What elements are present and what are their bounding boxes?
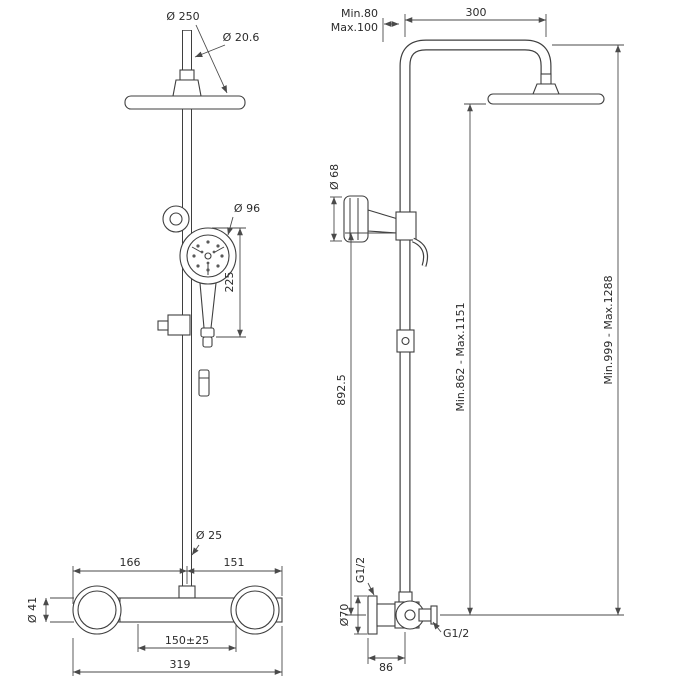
valve-right-knob-ring [235, 590, 275, 630]
side-holder-bracket [395, 211, 417, 241]
side-hand-shower [343, 195, 429, 267]
dim-total-height-range: Min.999 - Max.1288 [602, 275, 615, 384]
dim-head-diameter: Ø 250 [166, 10, 199, 23]
side-wall-union [376, 603, 396, 627]
side-outlet-cap [430, 605, 438, 625]
dim-hand-shower-length: 225 [223, 272, 236, 293]
dim-hand-shower-diameter: Ø 96 [234, 202, 260, 215]
side-head-cone [532, 83, 560, 95]
hose-piece [198, 369, 210, 397]
dim-riser-diameter: Ø 25 [196, 529, 222, 542]
dim-span-right: 151 [224, 556, 245, 569]
dim-arm-reach: 300 [466, 6, 487, 19]
front-holder-bracket [162, 205, 190, 233]
dim-hand-shower-diameter-side: Ø 68 [328, 164, 341, 190]
hand-shower-nut [200, 327, 215, 338]
side-dimensions: Min.80 Max.100 300 Ø 68 892.5 Min.862 - … [328, 6, 624, 674]
front-view: Ø 250 Ø 20.6 Ø 96 225 Ø 25 166 151 Ø 41 [26, 10, 283, 676]
slider-clamp-body [167, 314, 191, 336]
side-head-disc [487, 93, 605, 105]
dim-top-pipe-diameter: Ø 20.6 [223, 31, 260, 44]
side-mixer-valve [367, 591, 438, 635]
side-clamp-screw [401, 336, 410, 346]
side-hand-shower-head [343, 195, 369, 243]
dim-riser-height: 892.5 [335, 374, 348, 406]
dim-valve-width: 319 [170, 658, 191, 671]
valve-left-knob-ring [77, 590, 117, 630]
dim-valve-diameter: Ø 41 [26, 597, 39, 623]
head-cone [172, 79, 202, 97]
dim-inlet-spacing: 150±25 [165, 634, 209, 647]
side-outlet [418, 608, 432, 622]
front-hand-shower [179, 227, 237, 348]
dim-wall-offset: 86 [379, 661, 393, 674]
side-riser-pipe [399, 39, 552, 598]
head-collar [179, 69, 195, 81]
hand-shower-handle [199, 282, 217, 329]
dim-wall-offset-min: Min.80 [341, 7, 378, 20]
front-hose-piece [198, 369, 210, 397]
dim-outlet-thread: G1/2 [443, 627, 469, 640]
front-dimensions: Ø 250 Ø 20.6 Ø 96 225 Ø 25 166 151 Ø 41 [26, 10, 283, 676]
valve-riser-connector [178, 585, 196, 599]
spray-pattern [191, 240, 225, 275]
head-disc [124, 95, 246, 110]
dim-flange-diameter: Ø70 [338, 604, 351, 627]
side-wall-flange [367, 595, 378, 635]
dim-wall-offset-max: Max.100 [331, 21, 378, 34]
hand-shower-hose-end [202, 336, 213, 348]
side-pipe-outline [399, 39, 552, 598]
dim-inlet-thread: G1/2 [354, 557, 367, 583]
side-slider-clamp [396, 329, 415, 353]
side-shower-head [487, 73, 605, 105]
side-view: Min.80 Max.100 300 Ø 68 892.5 Min.862 - … [328, 6, 624, 674]
side-pipe-fill [400, 40, 551, 598]
bracket-ring-inner [169, 212, 183, 226]
dim-span-left: 166 [120, 556, 141, 569]
side-valve-knob-center [404, 609, 416, 621]
side-hand-shower-handle [367, 209, 399, 234]
front-shower-head [124, 69, 246, 110]
front-slider-clamp [157, 314, 191, 336]
dim-head-height-range: Min.862 - Max.1151 [454, 302, 467, 411]
front-mixer-valve [72, 585, 283, 635]
side-head-collar [540, 73, 552, 85]
slider-clamp-knob [157, 320, 169, 331]
